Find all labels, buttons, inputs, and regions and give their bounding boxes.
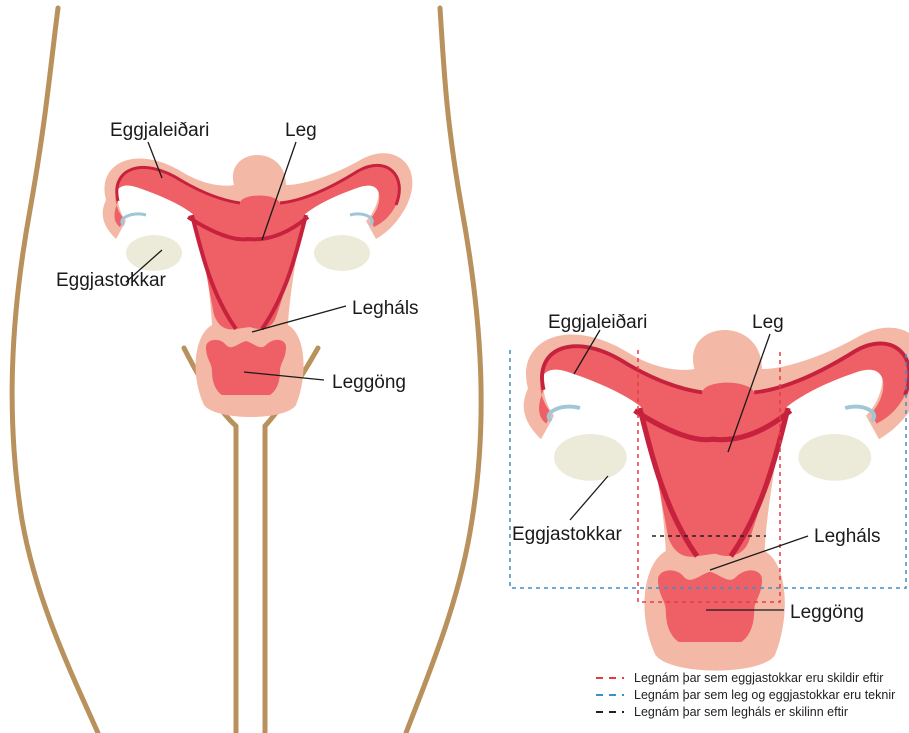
ovary-left-a: [126, 235, 182, 271]
right-label-tube: Eggjaleiðari: [548, 312, 647, 333]
right-label-uterus: Leg: [752, 312, 784, 333]
left-label-vagina: Leggöng: [332, 372, 406, 393]
ovary-left-b: [314, 235, 370, 271]
ovary-right-b: [798, 434, 871, 481]
right-label-vagina: Leggöng: [790, 602, 864, 623]
legend-text-black: Legnám þar sem legháls er skilinn eftir: [634, 705, 848, 719]
left-label-tube: Eggjaleiðari: [110, 120, 209, 141]
body-right-outline: [406, 8, 481, 733]
left-label-uterus: Leg: [285, 120, 317, 141]
left-label-cervix: Legháls: [352, 298, 419, 319]
right-label-cervix: Legháls: [814, 526, 881, 547]
legend-text-red: Legnám þar sem eggjastokkar eru skildir …: [634, 671, 883, 685]
legend: Legnám þar sem eggjastokkar eru skildir …: [596, 671, 895, 719]
body-left-outline: [12, 8, 98, 733]
ovary-right-a: [554, 434, 627, 481]
legend-text-blue: Legnám þar sem leg og eggjastokkar eru t…: [634, 688, 895, 702]
right-label-ovary: Eggjastokkar: [512, 524, 623, 545]
left-label-ovary: Eggjastokkar: [56, 270, 167, 291]
